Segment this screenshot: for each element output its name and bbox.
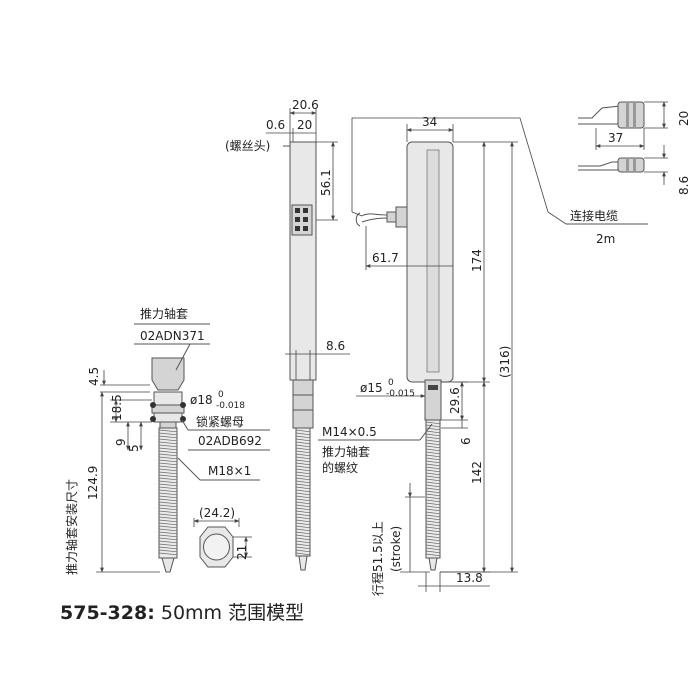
dim-4-5: 4.5 xyxy=(87,367,101,386)
svg-text:0: 0 xyxy=(388,378,394,388)
dim-142: 142 xyxy=(470,461,484,484)
lock-nut-label: 锁紧螺母 xyxy=(196,414,244,429)
left-view: 推力轴套 02ADN371 ø18 0 -0.018 锁紧螺母 02ADB692… xyxy=(64,306,270,575)
dim-5: 5 xyxy=(127,444,141,452)
dim-18-5: 18.5 xyxy=(110,394,124,421)
dim-13-8: 13.8 xyxy=(456,571,483,585)
stroke-label: 行程51.5以上 xyxy=(370,521,385,596)
clamp-nut-label: 推力轴套 xyxy=(140,306,188,321)
spindle-thread-left xyxy=(158,427,178,573)
dim-61-7: 61.7 xyxy=(372,251,399,265)
conn-dim-8-6: 8.6 xyxy=(677,176,691,195)
dim-316: (316) xyxy=(498,346,512,378)
spindle-thread-right xyxy=(425,419,441,571)
model-number: 575-328: xyxy=(60,602,155,624)
hex-nut-view: (24.2) 21 xyxy=(193,506,252,568)
right-view: 20 37 8.6 连接电缆 2m 34 61.7 174 xyxy=(318,101,691,596)
dim-8-6: 8.6 xyxy=(326,339,345,353)
dia15-label: ø15 xyxy=(360,381,383,395)
dim-6: 6 xyxy=(459,437,473,445)
svg-text:-0.018: -0.018 xyxy=(216,401,245,411)
lock-nut-code: 02ADB692 xyxy=(198,434,262,448)
cable-length: 2m xyxy=(596,232,615,246)
cable-label: 连接电缆 xyxy=(570,208,618,223)
dim-20: 20 xyxy=(297,118,312,132)
conn-dim-37: 37 xyxy=(608,131,623,145)
dim-20-6: 20.6 xyxy=(292,98,319,112)
svg-text:-0.015: -0.015 xyxy=(386,389,415,399)
spindle-thread-middle xyxy=(295,427,311,571)
dia18-label: ø18 xyxy=(190,393,213,407)
screw-head-label: (螺丝头) xyxy=(225,139,270,153)
thread-label-2: 的螺纹 xyxy=(322,460,358,475)
dim-29-6: 29.6 xyxy=(448,387,462,414)
mount-label: 推力轴套安装尺寸 xyxy=(64,479,79,575)
dim-124-9: 124.9 xyxy=(86,466,100,500)
dim-174: 174 xyxy=(470,249,484,272)
dim-9: 9 xyxy=(114,438,128,446)
svg-text:0: 0 xyxy=(218,390,224,400)
dim-56-1: 56.1 xyxy=(319,169,333,196)
thrust-sleeve-shape xyxy=(151,357,185,391)
dim-34: 34 xyxy=(422,115,437,129)
middle-view: 20.6 0.6 20 (螺丝头) 56.1 8.6 xyxy=(225,98,350,571)
conn-dim-20: 20 xyxy=(677,111,691,126)
hex-flat: 21 xyxy=(235,545,249,560)
thread-label-1: 推力轴套 xyxy=(322,444,370,459)
middle-body xyxy=(289,141,317,381)
cable-connector: 20 37 8.6 xyxy=(578,101,691,195)
lock-nut-band xyxy=(151,404,185,414)
dim-0-6: 0.6 xyxy=(266,118,285,132)
model-description: 50mm 范围模型 xyxy=(160,602,305,624)
stroke-en: (stroke) xyxy=(389,526,403,572)
model-caption: 575-328: 50mm 范围模型 xyxy=(60,598,304,625)
clamp-nut-code: 02ADN371 xyxy=(140,329,205,343)
hex-width: (24.2) xyxy=(199,506,235,520)
thread-m18-label: M18×1 xyxy=(208,464,251,478)
thread-m14-label: M14×0.5 xyxy=(322,425,377,439)
